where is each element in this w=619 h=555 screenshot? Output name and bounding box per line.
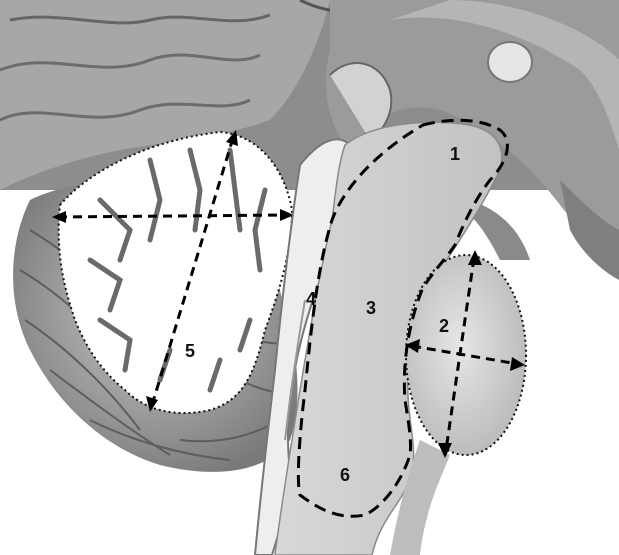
label-1: 1: [450, 144, 460, 164]
label-2: 2: [439, 316, 449, 336]
label-3: 3: [366, 298, 376, 318]
label-5: 5: [185, 341, 195, 361]
label-4: 4: [306, 289, 316, 309]
label-6: 6: [340, 465, 350, 485]
